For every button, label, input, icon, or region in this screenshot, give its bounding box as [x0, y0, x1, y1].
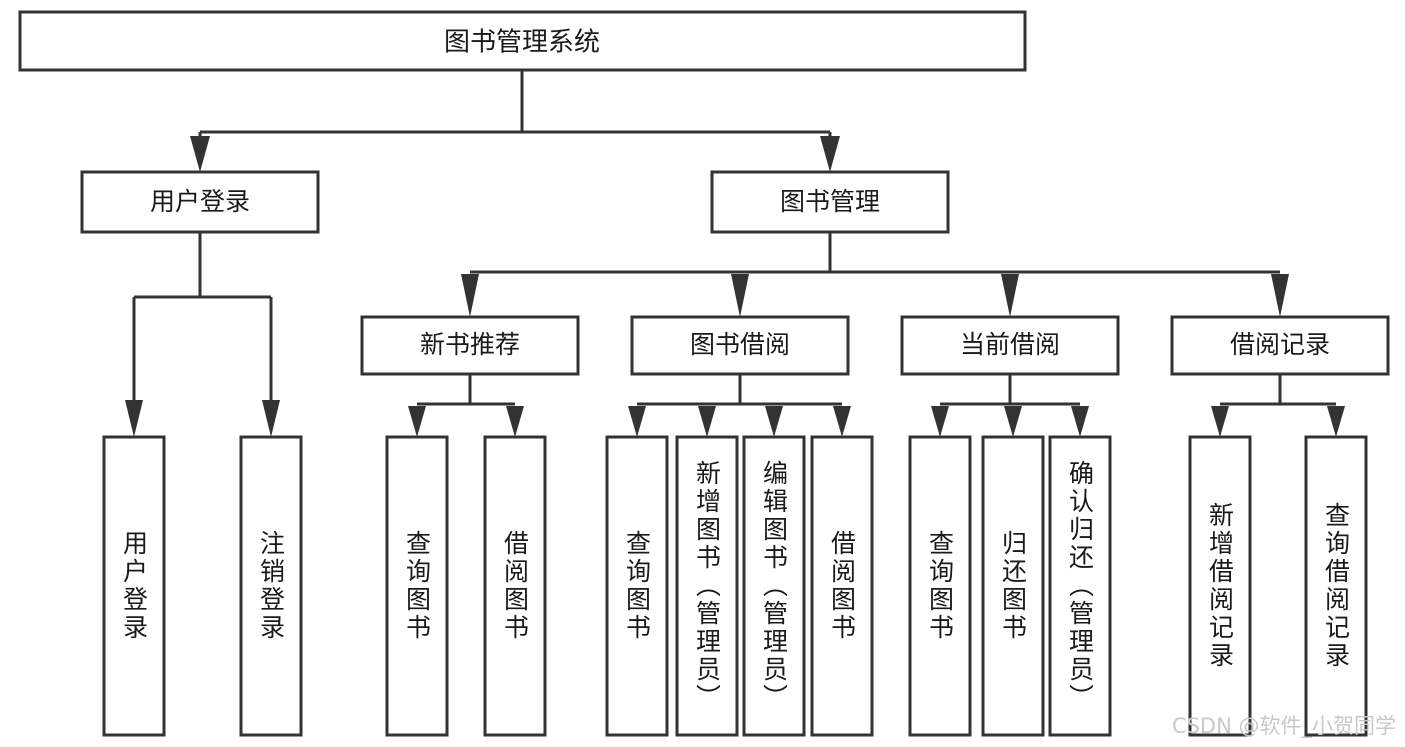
- node-user-login[interactable]: 用户登录: [80, 170, 320, 234]
- arrow-head-book-borrow: [731, 274, 749, 317]
- node-root[interactable]: 图书管理系统: [18, 10, 1027, 72]
- node-book-borrow-box[interactable]: [630, 315, 850, 376]
- leaf-query-book-current-box[interactable]: [908, 435, 972, 737]
- leaf-node-confirm-return-admin[interactable]: [1048, 435, 1112, 737]
- arrow-head-user-login: [190, 136, 210, 172]
- leaf-node-return-book[interactable]: [981, 435, 1045, 737]
- leaf-node-query-book-rec[interactable]: [385, 435, 449, 737]
- leaf-query-book-rec-box[interactable]: [385, 435, 449, 737]
- connector-group-book-management: [461, 232, 1289, 317]
- leaf-borrow-book-rec-box[interactable]: [483, 435, 547, 737]
- node-book-management-label: 图书管理: [780, 187, 880, 216]
- node-new-book-recommend[interactable]: 新书推荐: [360, 315, 580, 376]
- arrow-head-leaf-query-book-current: [931, 406, 949, 437]
- node-borrow-records[interactable]: 借阅记录: [1170, 315, 1390, 376]
- leaf-node-query-book-current[interactable]: [908, 435, 972, 737]
- leaf-node-edit-book-admin[interactable]: [742, 435, 806, 737]
- node-new-book-recommend-box[interactable]: [360, 315, 580, 376]
- leaf-return-book-box[interactable]: [981, 435, 1045, 737]
- leaf-query-borrow-record-box[interactable]: [1304, 435, 1368, 737]
- leaf-query-book-borrow-box[interactable]: [605, 435, 669, 737]
- arrow-head-leaf-borrow-book-rec: [506, 406, 524, 437]
- node-current-borrow-label: 当前借阅: [960, 330, 1060, 359]
- node-book-management-box[interactable]: [710, 170, 950, 234]
- node-user-login-label: 用户登录: [150, 187, 250, 216]
- node-book-management[interactable]: 图书管理: [710, 170, 950, 234]
- connector-group-borrow-records: [1211, 374, 1345, 437]
- leaf-node-add-book-admin[interactable]: [675, 435, 739, 737]
- leaf-user-login-box[interactable]: [102, 435, 166, 737]
- leaf-add-borrow-record-box[interactable]: [1188, 435, 1252, 737]
- arrow-head-leaf-query-book-rec: [408, 406, 426, 437]
- arrow-head-leaf-add-borrow-record: [1211, 406, 1229, 437]
- node-new-book-recommend-label: 新书推荐: [420, 330, 520, 359]
- csdn-watermark: CSDN @软件_小贺同学: [1172, 714, 1396, 739]
- arrow-head-book-management: [820, 136, 840, 172]
- arrow-head-current-borrow: [1001, 274, 1019, 317]
- node-root-label: 图书管理系统: [444, 28, 600, 58]
- leaf-node-query-borrow-record[interactable]: [1304, 435, 1368, 737]
- connector-group-new-book-recommend: [408, 374, 524, 437]
- arrow-head-leaf-user-login: [125, 400, 143, 437]
- connector-group-current-borrow: [931, 374, 1089, 437]
- leaf-edit-book-admin-box[interactable]: [742, 435, 806, 737]
- node-current-borrow-box[interactable]: [900, 315, 1120, 376]
- connector-group-root: [190, 70, 840, 172]
- leaf-node-logout[interactable]: [239, 435, 303, 737]
- leaf-add-book-admin-box[interactable]: [675, 435, 739, 737]
- arrow-head-leaf-add-book-admin: [698, 406, 716, 437]
- arrow-head-leaf-edit-book-admin: [765, 406, 783, 437]
- leaf-node-add-borrow-record[interactable]: [1188, 435, 1252, 737]
- connector-group-book-borrow: [628, 374, 851, 437]
- leaf-node-borrow-book-rec[interactable]: [483, 435, 547, 737]
- arrow-head-borrow-records: [1271, 274, 1289, 317]
- leaf-node-query-book-borrow[interactable]: [605, 435, 669, 737]
- leaf-node-borrow-book[interactable]: [810, 435, 874, 737]
- arrow-head-leaf-borrow-book: [833, 406, 851, 437]
- arrow-head-leaf-query-book-borrow: [628, 406, 646, 437]
- leaf-logout-box[interactable]: [239, 435, 303, 737]
- connector-group-user-login: [125, 232, 280, 437]
- node-current-borrow[interactable]: 当前借阅: [900, 315, 1120, 376]
- node-book-borrow[interactable]: 图书借阅: [630, 315, 850, 376]
- node-book-borrow-label: 图书借阅: [690, 330, 790, 359]
- arrow-head-leaf-confirm-return-admin: [1071, 406, 1089, 437]
- node-user-login-box[interactable]: [80, 170, 320, 234]
- leaf-confirm-return-admin-box[interactable]: [1048, 435, 1112, 737]
- arrow-head-new-book-recommend: [461, 274, 479, 317]
- arrow-head-leaf-logout: [262, 400, 280, 437]
- leaf-node-user-login[interactable]: [102, 435, 166, 737]
- arrow-head-leaf-query-borrow-record: [1327, 406, 1345, 437]
- leaf-borrow-book-box[interactable]: [810, 435, 874, 737]
- node-borrow-records-box[interactable]: [1170, 315, 1390, 376]
- arrow-head-leaf-return-book: [1004, 406, 1022, 437]
- node-root-box[interactable]: [18, 10, 1027, 72]
- node-borrow-records-label: 借阅记录: [1230, 330, 1330, 359]
